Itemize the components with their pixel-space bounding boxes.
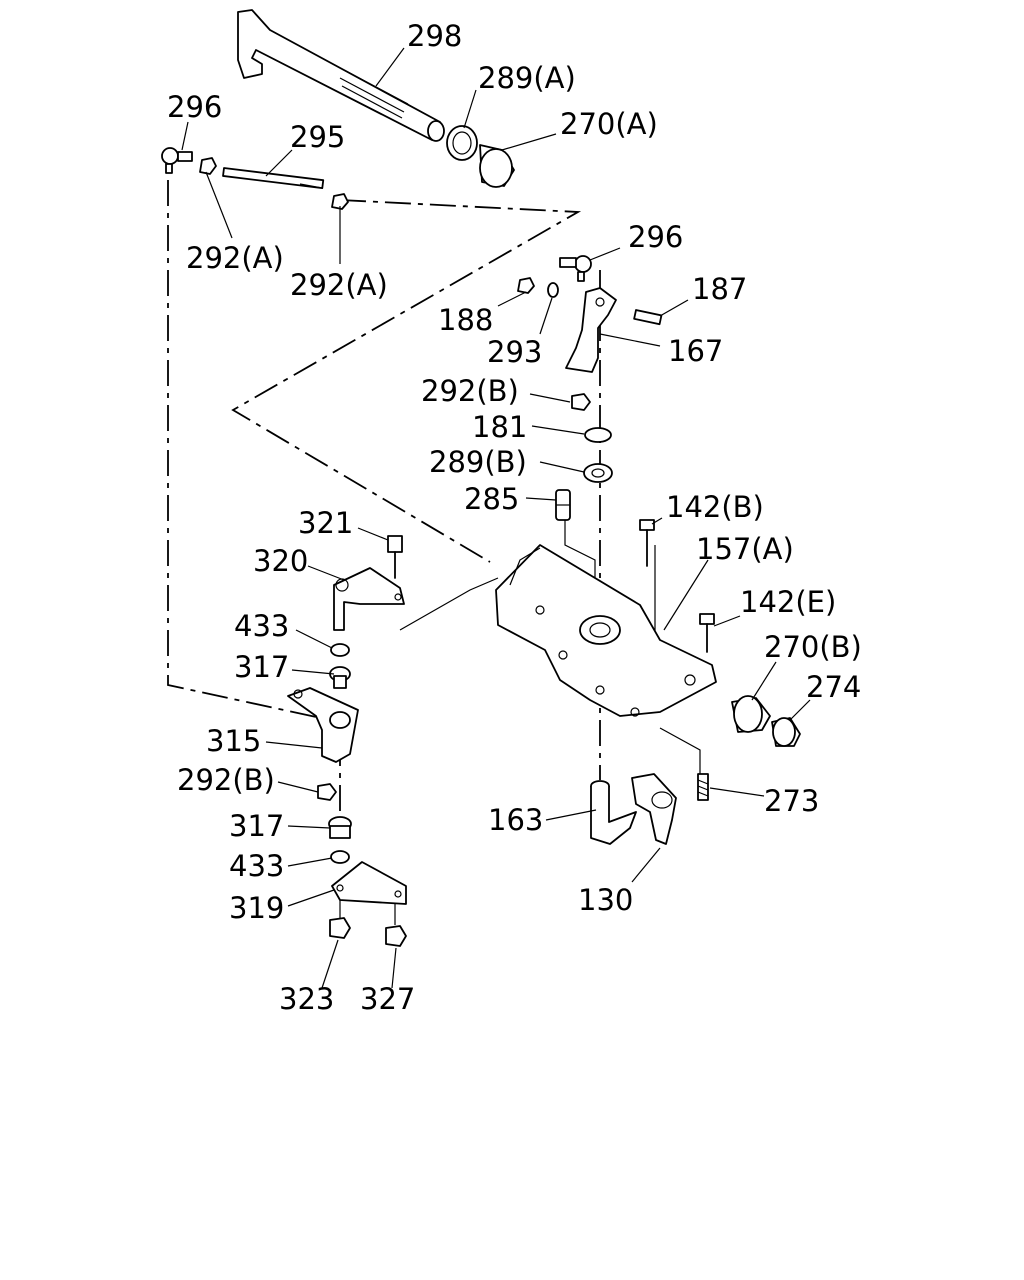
nut-292b-lower [317, 783, 337, 801]
bolt-142b [639, 519, 655, 567]
callout-181: 181 [472, 410, 527, 444]
bolt-142e [699, 613, 715, 653]
callout-289b: 289(B) [429, 445, 527, 479]
callout-319: 319 [229, 891, 284, 925]
bolt-187 [633, 309, 663, 326]
callout-317-upper: 317 [234, 650, 289, 684]
arm-130 [631, 773, 677, 845]
washer-181 [584, 427, 612, 443]
callout-270b: 270(B) [764, 630, 862, 664]
nut-292a-right [331, 193, 349, 210]
callout-292a-left: 292(A) [186, 241, 284, 275]
rod-295 [222, 167, 325, 190]
leader-lines [181, 47, 811, 989]
callout-285: 285 [464, 482, 519, 516]
housing-157a [495, 544, 717, 717]
callout-296-top: 296 [167, 90, 222, 124]
callout-293: 293 [487, 335, 542, 369]
spring-273 [697, 773, 709, 801]
callout-274: 274 [806, 670, 861, 704]
callout-296-right: 296 [628, 220, 683, 254]
plug-274 [771, 717, 801, 747]
lever-320 [333, 567, 405, 631]
callout-320: 320 [253, 544, 308, 578]
callout-292b-upper: 292(B) [421, 374, 519, 408]
callout-298: 298 [407, 19, 462, 53]
bolt-321 [387, 535, 403, 579]
bushing-289a [446, 125, 478, 161]
callout-289a: 289(A) [478, 61, 576, 95]
callout-292a-right: 292(A) [290, 268, 388, 302]
callout-157a: 157(A) [696, 532, 794, 566]
plate-319 [331, 861, 407, 905]
callout-317-lower: 317 [229, 809, 284, 843]
seal-289b [583, 463, 613, 483]
callout-433-lower: 433 [229, 849, 284, 883]
callout-327: 327 [360, 982, 415, 1016]
oring-433-upper [330, 643, 350, 657]
bushing-270b [731, 695, 771, 733]
callout-130: 130 [578, 883, 633, 917]
breather-285 [555, 489, 571, 521]
nut-292a-left [199, 157, 217, 175]
callout-188: 188 [438, 303, 493, 337]
bushing-270a [479, 144, 515, 188]
nut-323 [329, 917, 351, 939]
callout-167: 167 [668, 334, 723, 368]
callout-292b-lower: 292(B) [177, 763, 275, 797]
nut-292b-upper [571, 393, 591, 411]
oring-433-lower [330, 850, 350, 864]
bracket-315 [287, 687, 359, 763]
shaft-163 [590, 780, 637, 845]
callout-433-upper: 433 [234, 609, 289, 643]
bushing-317-upper [329, 666, 351, 689]
lever-167 [565, 287, 617, 373]
bushing-317-lower [328, 816, 352, 839]
callout-270a: 270(A) [560, 107, 658, 141]
callout-323: 323 [279, 982, 334, 1016]
callout-142e: 142(E) [740, 585, 836, 619]
callout-142b: 142(B) [666, 490, 764, 524]
ball-joint-296-left [161, 147, 193, 174]
cross-shaft-298 [237, 9, 445, 142]
nut-188 [517, 277, 535, 294]
callout-187: 187 [692, 272, 747, 306]
washer-293 [547, 282, 559, 298]
nut-327 [385, 925, 407, 947]
ball-joint-296-right [559, 255, 592, 282]
callout-295: 295 [290, 120, 345, 154]
callout-labels: 298 289(A) 270(A) 296 295 292(A) 292(A) … [167, 19, 862, 1016]
callout-163: 163 [488, 803, 543, 837]
callout-321: 321 [298, 506, 353, 540]
callout-273: 273 [764, 784, 819, 818]
callout-315: 315 [206, 724, 261, 758]
